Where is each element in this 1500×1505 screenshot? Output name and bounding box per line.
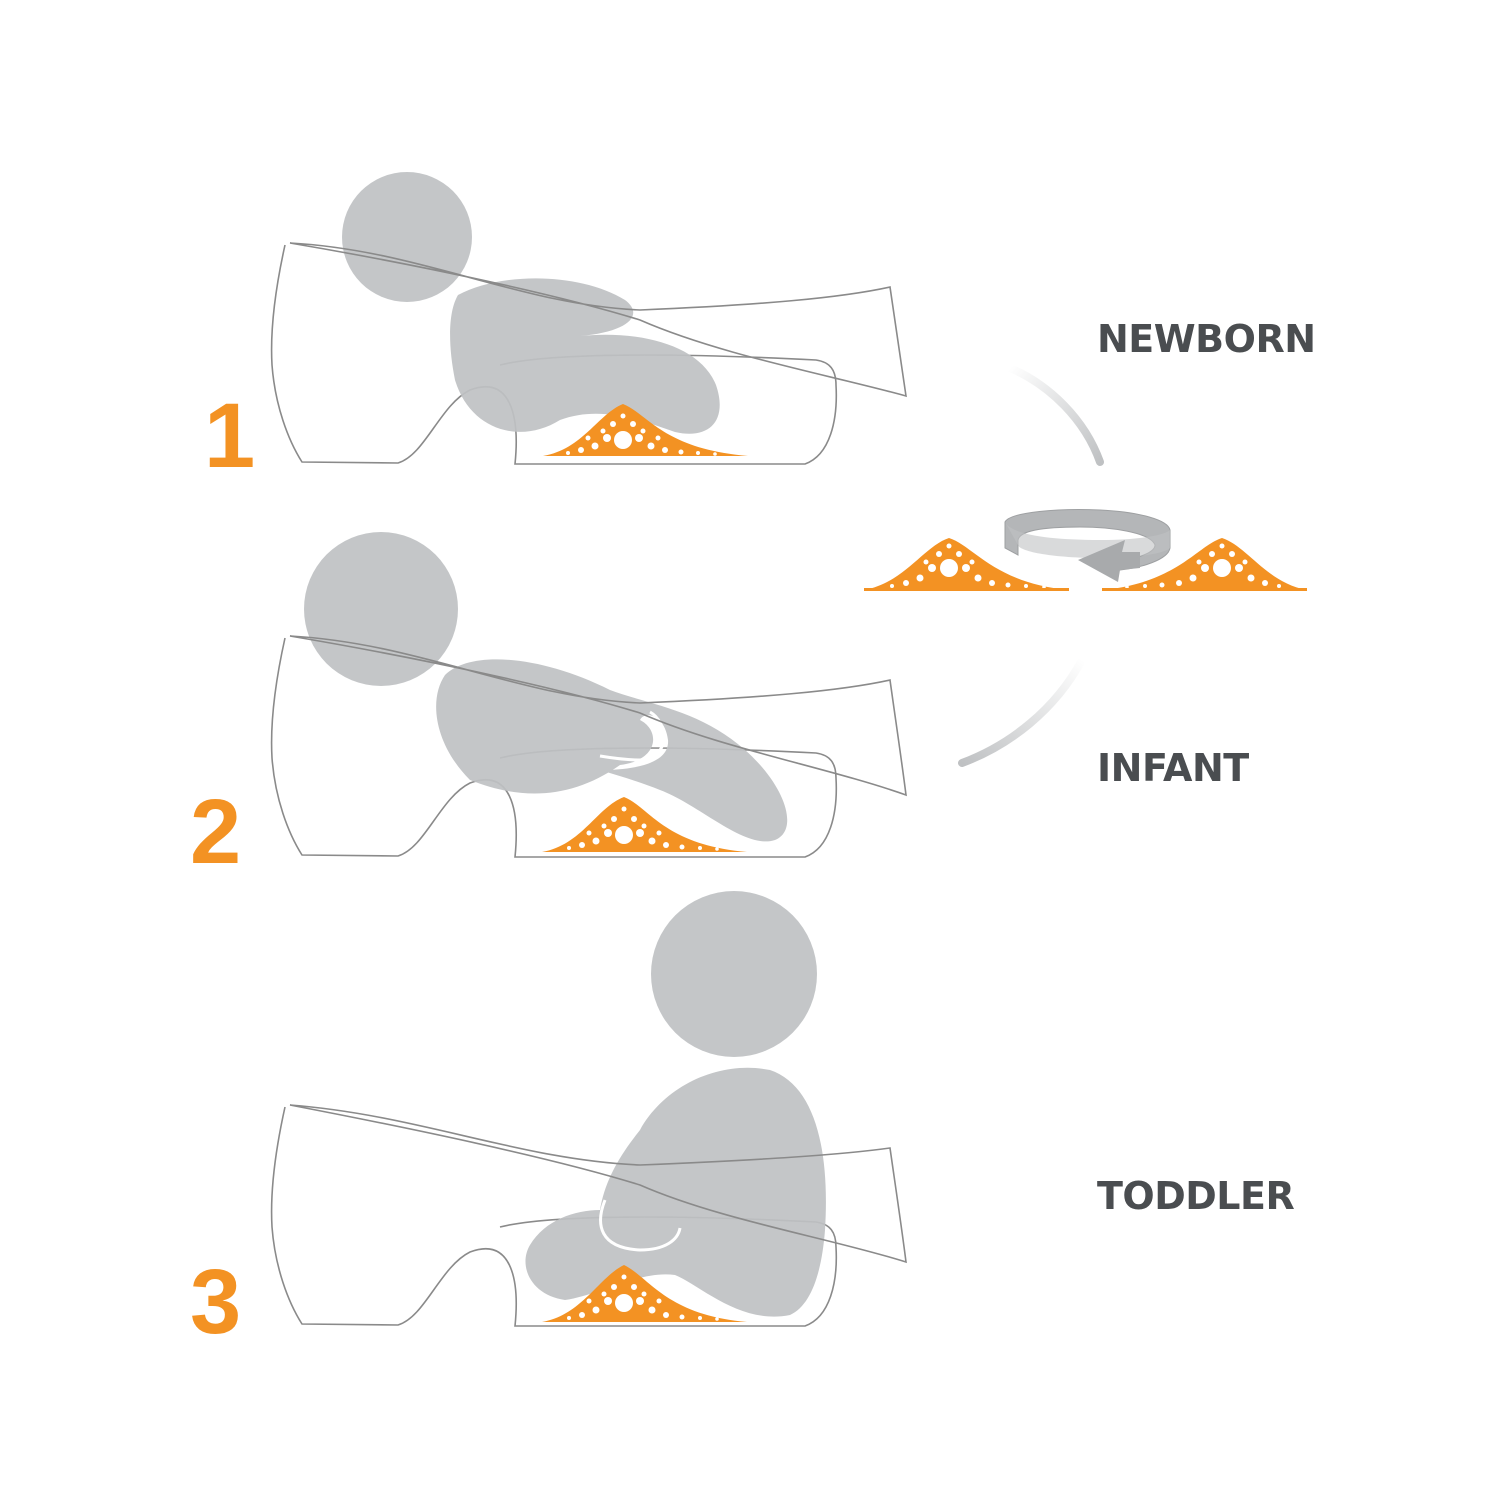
wedge-support-icon xyxy=(542,1265,747,1322)
baby-head xyxy=(304,532,458,686)
scene-newborn xyxy=(270,172,907,465)
step-number-1: 1 xyxy=(204,385,256,487)
stage-label-newborn: NEWBORN xyxy=(1097,317,1316,361)
toddler-head xyxy=(651,891,817,1057)
step-number-3: 3 xyxy=(190,1251,242,1353)
baby-body xyxy=(436,659,788,842)
body-crease xyxy=(599,1199,682,1252)
bathtub-rim xyxy=(289,1104,907,1264)
bathtub-base xyxy=(270,637,838,858)
bathtub-rim xyxy=(289,635,907,797)
toddler-body xyxy=(525,1067,826,1317)
cycle-arc-bottom xyxy=(958,656,1086,767)
body-crease xyxy=(599,710,666,762)
stage-label-infant: INFANT xyxy=(1097,746,1249,790)
wedge-support-icon xyxy=(543,404,748,456)
wedge-support-icon xyxy=(542,797,747,852)
rotate-arrow-icon xyxy=(1004,509,1171,582)
cycle-arc-icon xyxy=(958,364,1104,767)
scene-toddler xyxy=(270,891,907,1327)
stage-label-toddler: TODDLER xyxy=(1097,1174,1295,1218)
wedge-support-icon xyxy=(1102,538,1307,591)
wedge-support-icon xyxy=(864,538,1069,591)
baby-body xyxy=(450,278,720,434)
baby-head xyxy=(342,172,472,302)
bathtub-rim xyxy=(289,242,907,398)
cycle-arc-top xyxy=(1006,364,1104,466)
step-number-2: 2 xyxy=(190,781,242,883)
scene-infant xyxy=(270,532,907,858)
